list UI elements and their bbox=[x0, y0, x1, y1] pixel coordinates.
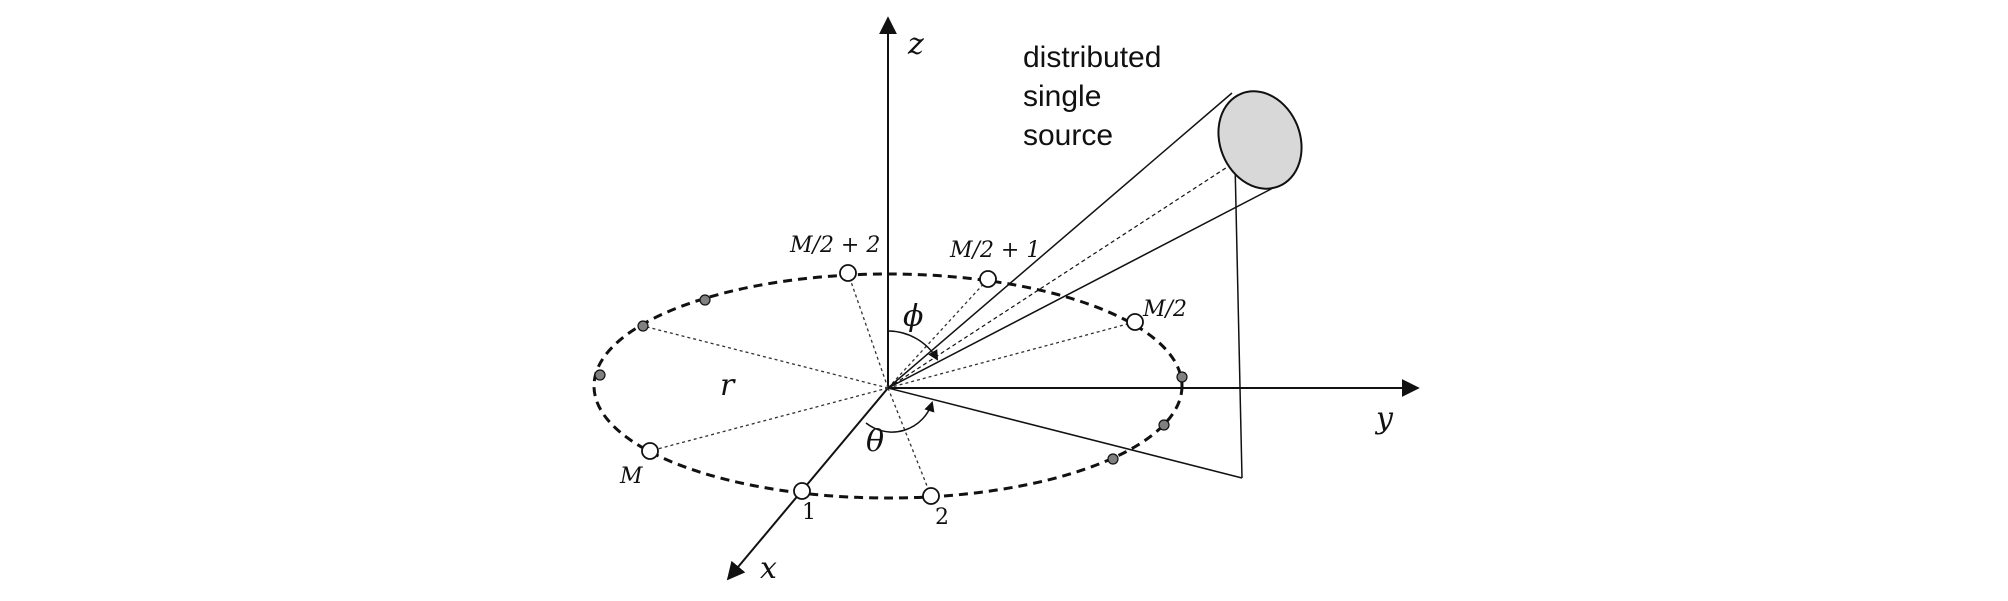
elevation-angle-arc bbox=[887, 330, 939, 361]
array-element-dot bbox=[1158, 419, 1170, 431]
array-element-dot bbox=[594, 369, 606, 381]
y-axis-label: y bbox=[1374, 401, 1394, 436]
filled-array-elements bbox=[594, 294, 1188, 465]
label-1: 1 bbox=[802, 500, 816, 525]
label-m: M bbox=[619, 464, 643, 489]
array-element-m bbox=[641, 442, 659, 460]
azimuth-label: θ bbox=[866, 424, 884, 459]
array-circle bbox=[592, 272, 1184, 500]
array-element-dot bbox=[637, 320, 649, 332]
label-m-half-plus-2: M/2 + 2 bbox=[789, 233, 880, 258]
source-label-line-1: distributed bbox=[1023, 41, 1161, 74]
array-element-dot bbox=[699, 294, 711, 306]
array-element-m-half-plus-1 bbox=[979, 270, 997, 288]
element-radial-lines bbox=[642, 272, 1136, 497]
array-element-m-half-plus-2 bbox=[839, 264, 857, 282]
source-cone bbox=[887, 92, 1274, 479]
array-element-m-half bbox=[1126, 313, 1144, 331]
elevation-label: ϕ bbox=[903, 299, 923, 334]
label-m-half: M/2 bbox=[1142, 297, 1187, 322]
source-label-line-3: source bbox=[1023, 119, 1113, 152]
x-axis bbox=[726, 387, 889, 581]
array-element-dot bbox=[1176, 371, 1188, 383]
open-array-elements bbox=[641, 264, 1144, 505]
label-m-half-plus-1: M/2 + 1 bbox=[949, 238, 1040, 263]
array-element-dot bbox=[1107, 453, 1119, 465]
label-2: 2 bbox=[935, 505, 949, 530]
x-axis-label: x bbox=[760, 551, 777, 586]
source-face bbox=[1217, 90, 1303, 190]
z-axis-label: z bbox=[907, 27, 924, 62]
array-element-1 bbox=[793, 482, 811, 500]
source-label-line-2: single bbox=[1023, 80, 1101, 113]
array-element-2 bbox=[922, 487, 940, 505]
azimuth-angle-arc bbox=[865, 401, 935, 433]
radius-label: r bbox=[720, 368, 736, 403]
